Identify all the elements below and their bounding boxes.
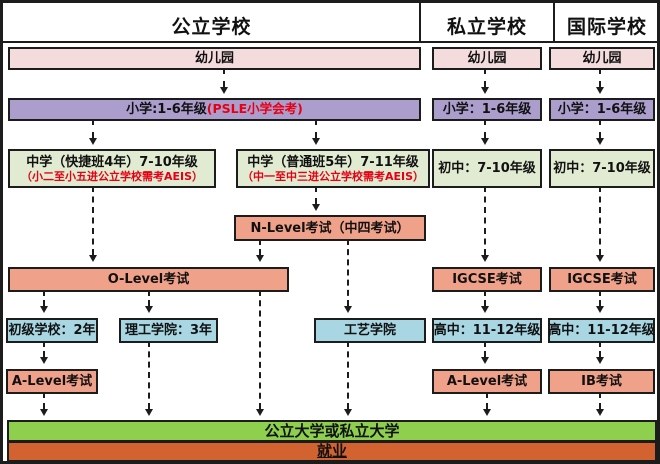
node-secondary-express: 中学（快捷班4年）7-10年级 （小二至小五进公立学校需考AEIS）: [8, 149, 216, 188]
flow-arrow: [480, 68, 489, 94]
column-title-private: 私立学校: [446, 15, 527, 38]
node-label: 高中：11-12年级: [548, 323, 655, 338]
node-label: 小学：1-6年级: [442, 102, 532, 117]
node-nlevel-exam: N-Level考试（中四考试）: [234, 215, 426, 241]
node-label: IGCSE考试: [567, 272, 637, 287]
node-label: 公立大学或私立大学: [264, 421, 400, 440]
node-label: 中学（普通班5年）7-11年级: [247, 154, 419, 170]
node-label: 幼儿园: [194, 51, 234, 66]
flow-arrow: [88, 119, 97, 145]
flow-arrow: [311, 186, 320, 211]
header-underline: [3, 41, 657, 43]
node-private-kindergarten: 幼儿园: [432, 47, 542, 70]
node-private-junior-high: 初中：7-10年级: [432, 149, 542, 188]
node-label: 小学：1-6年级: [557, 102, 647, 117]
node-label: 中学（快捷班4年）7-10年级: [26, 154, 198, 170]
node-label: 就业: [316, 442, 347, 460]
node-label: 高中：11-12年级: [433, 323, 541, 338]
node-ite: 工艺学院: [314, 318, 426, 343]
node-label: A-Level考试: [446, 374, 528, 389]
node-label: O-Level考试: [107, 272, 190, 287]
node-olevel-exam: O-Level考试: [8, 267, 289, 292]
node-intl-kindergarten: 幼儿园: [549, 47, 655, 70]
node-public-primary: 小学:1-6年级(PSLE小学会考): [8, 98, 421, 121]
flow-arrow: [219, 68, 228, 94]
node-label: 小学:1-6年级(PSLE小学会考): [126, 102, 303, 117]
node-label: A-Level考试: [11, 374, 93, 389]
node-label: 初中：7-10年级: [438, 161, 536, 176]
node-private-senior-high: 高中：11-12年级: [432, 318, 542, 343]
flow-arrow: [39, 290, 48, 313]
node-intl-junior-high: 初中：7-10年级: [549, 149, 655, 188]
column-title-public: 公立学校: [171, 15, 252, 38]
flow-arrow: [595, 290, 604, 313]
aeis-note: （小二至小五进公立学校需考AEIS）: [20, 169, 204, 183]
node-label: 初中：7-10年级: [553, 161, 651, 176]
node-intl-ib: IB考试: [548, 369, 655, 394]
flow-arrow: [480, 119, 489, 145]
flow-arrow: [144, 341, 153, 416]
flow-arrow: [595, 68, 604, 94]
node-employment: 就业: [7, 441, 657, 461]
flow-arrow: [144, 290, 153, 313]
primary-label: 小学:1-6年级: [126, 102, 207, 117]
flow-arrow: [255, 239, 264, 262]
node-intl-igcse: IGCSE考试: [549, 267, 655, 292]
node-label: 初级学校：2年: [8, 323, 96, 338]
node-label: IGCSE考试: [452, 272, 522, 287]
node-intl-primary: 小学：1-6年级: [549, 98, 655, 121]
header-divider: [553, 3, 555, 43]
node-label: IB考试: [581, 374, 622, 389]
node-public-alevel: A-Level考试: [6, 369, 98, 394]
flow-arrow: [595, 186, 604, 262]
node-private-primary: 小学：1-6年级: [432, 98, 542, 121]
flow-arrow: [39, 341, 48, 364]
node-label: 工艺学院: [343, 323, 396, 338]
node-polytechnic: 理工学院：3年: [119, 318, 218, 343]
flow-arrow: [311, 119, 320, 145]
node-secondary-normal: 中学（普通班5年）7-11年级 （中一至中三进公立学校需考AEIS）: [236, 149, 430, 188]
flow-arrow: [255, 290, 264, 416]
node-intl-senior-high: 高中：11-12年级: [548, 318, 655, 343]
psle-note: (PSLE小学会考): [206, 101, 303, 116]
node-label: N-Level考试（中四考试）: [250, 220, 410, 236]
node-public-kindergarten: 幼儿园: [8, 47, 421, 70]
flow-arrow: [595, 341, 604, 364]
node-junior-college: 初级学校：2年: [6, 318, 98, 343]
flow-arrow: [88, 186, 97, 262]
node-label: 幼儿园: [467, 51, 507, 66]
node-private-igcse: IGCSE考试: [432, 267, 542, 292]
node-private-alevel: A-Level考试: [432, 369, 542, 394]
flow-arrow: [480, 186, 489, 262]
node-university: 公立大学或私立大学: [7, 420, 657, 442]
node-label: 幼儿园: [582, 51, 622, 66]
column-title-international: 国际学校: [566, 15, 647, 38]
node-label: 理工学院：3年: [124, 323, 213, 338]
flow-arrow: [480, 341, 489, 364]
flow-arrow: [480, 290, 489, 313]
flow-arrow: [482, 392, 491, 416]
flow-arrow: [343, 341, 352, 416]
aeis-note: （中一至中三进公立学校需考AEIS）: [241, 169, 425, 183]
flow-arrow: [39, 392, 48, 416]
flow-arrow: [343, 239, 352, 313]
header-divider: [419, 3, 421, 43]
flow-arrow: [595, 392, 604, 416]
flow-arrow: [595, 119, 604, 145]
